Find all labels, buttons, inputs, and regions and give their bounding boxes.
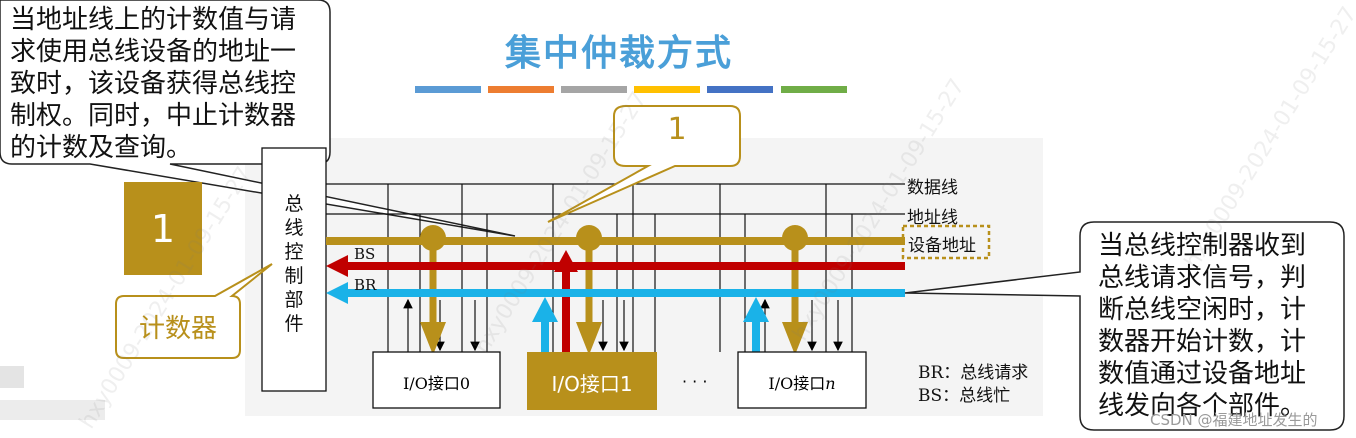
callout-right-text: 当总线控制器收到总线请求信号，判断总线空闲时，计数器开始计数，计数值通过设备地址… — [1098, 231, 1307, 421]
data-line-label: 数据线 — [907, 178, 958, 198]
counter-value: 1 — [150, 206, 176, 251]
io-interface-0-label: I/O接口0 — [402, 374, 470, 393]
side-blur-mark — [0, 400, 105, 420]
br-line-label: BR — [354, 276, 377, 294]
address-taps — [420, 225, 808, 251]
ellipsis: · · · — [682, 372, 708, 391]
top-value-callout-bubble — [547, 105, 741, 223]
bs-arrowhead — [326, 255, 348, 277]
io-interface-0-box — [372, 351, 501, 409]
io-interface-1-label: I/O接口1 — [551, 372, 633, 396]
bs-up-arrowhead — [554, 250, 578, 272]
bus-controller-label: 总线控制部件 — [284, 193, 304, 335]
side-blur-mark — [0, 366, 24, 388]
io-interface-n-label: I/O接口n — [768, 374, 836, 393]
legend-br: BR：总线请求 — [918, 363, 1029, 383]
counter-callout-bubble — [115, 263, 273, 359]
address-down-arrows — [420, 241, 808, 355]
device-address-label: 设备地址 — [908, 236, 976, 256]
callout-top-left-text: 当地址线上的计数值与请求使用总线设备的地址一致时，该设备获得总线控制权。同时，中… — [10, 5, 297, 163]
counter-label: 计数器 — [138, 314, 217, 344]
title-color-bar — [415, 86, 847, 93]
callout-right-bubble — [904, 221, 1345, 431]
br-arrowhead — [326, 282, 348, 304]
address-line-label: 地址线 — [907, 208, 958, 228]
bus-controller-box — [261, 147, 327, 392]
br-up-arrows — [532, 297, 769, 352]
legend-bs: BS：总线忙 — [918, 386, 1011, 406]
io-interface-n-box — [737, 351, 867, 409]
bs-line-label: BS — [354, 245, 376, 263]
io-interface-1-box — [527, 352, 657, 410]
footer-mark: CSDN @福建地址发生的 — [1150, 411, 1318, 429]
counter-box — [124, 182, 202, 275]
device-address-dashed-box — [901, 224, 991, 260]
page-title: 集中仲裁方式 — [505, 33, 734, 74]
top-value-label: 1 — [667, 112, 687, 147]
